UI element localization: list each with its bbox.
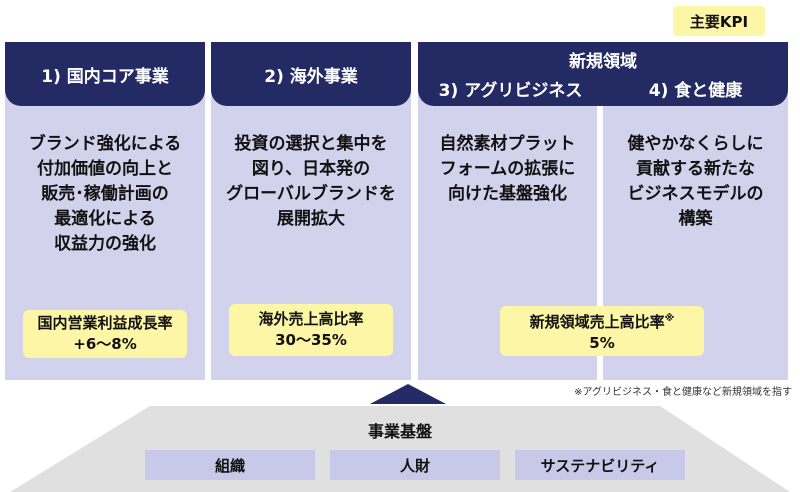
foundation-title: 事業基盤 bbox=[367, 422, 432, 441]
kpi-box: 国内営業利益成長率 +6〜8% bbox=[23, 310, 187, 358]
footnote: ※アグリビジネス・食と健康など新規領域を指す bbox=[574, 387, 792, 398]
description-food-health: 健やかなくらしに 貢献する新たな ビジネスモデルの 構築 bbox=[627, 134, 764, 229]
pointer-arrow bbox=[370, 384, 446, 404]
column-domestic-core: 1) 国内コア事業 ブランド強化による 付加価値の向上と 販売･稼働計画の 最適… bbox=[5, 42, 205, 380]
kpi-value: +6〜8% bbox=[73, 335, 137, 353]
column-divider bbox=[597, 106, 603, 380]
subtitle-food-health: 4) 食と健康 bbox=[648, 81, 743, 101]
kpi-value: 30〜35% bbox=[275, 331, 347, 349]
kpi-box: 新規領域売上高比率※ 5% bbox=[500, 306, 704, 356]
column-overseas: 2) 海外事業 投資の選択と集中を 図り、日本発の グローバルブランドを 展開拡… bbox=[211, 42, 411, 380]
column-title: 2) 海外事業 bbox=[211, 42, 411, 106]
description-agribusiness: 自然素材プラット フォームの拡張に 向けた基盤強化 bbox=[439, 134, 576, 204]
column-title: 新規領域 3) アグリビジネス 4) 食と健康 bbox=[418, 42, 788, 106]
new-domain-title: 新規領域 bbox=[569, 52, 637, 72]
kpi-label: 国内営業利益成長率 bbox=[37, 314, 173, 332]
kpi-label: 新規領域売上高比率※ bbox=[529, 313, 675, 331]
foundation-item-people: 人財 bbox=[330, 450, 500, 480]
column-title: 1) 国内コア事業 bbox=[5, 42, 205, 106]
foundation-item-organization: 組織 bbox=[145, 450, 315, 480]
kpi-value: 5% bbox=[589, 334, 615, 352]
column-description: 投資の選択と集中を 図り、日本発の グローバルブランドを 展開拡大 bbox=[226, 134, 396, 229]
column-description: ブランド強化による 付加価値の向上と 販売･稼働計画の 最適化による 収益力の強… bbox=[28, 134, 182, 254]
column-new-domain: 新規領域 3) アグリビジネス 4) 食と健康 自然素材プラット フォームの拡張… bbox=[418, 42, 788, 380]
kpi-box: 海外売上高比率 30〜35% bbox=[229, 304, 393, 356]
subtitle-agribusiness: 3) アグリビジネス bbox=[438, 81, 583, 101]
kpi-label: 海外売上高比率 bbox=[258, 310, 364, 328]
foundation-item-sustainability: サステナビリティ bbox=[515, 450, 685, 480]
kpi-legend: 主要KPI bbox=[673, 6, 765, 36]
